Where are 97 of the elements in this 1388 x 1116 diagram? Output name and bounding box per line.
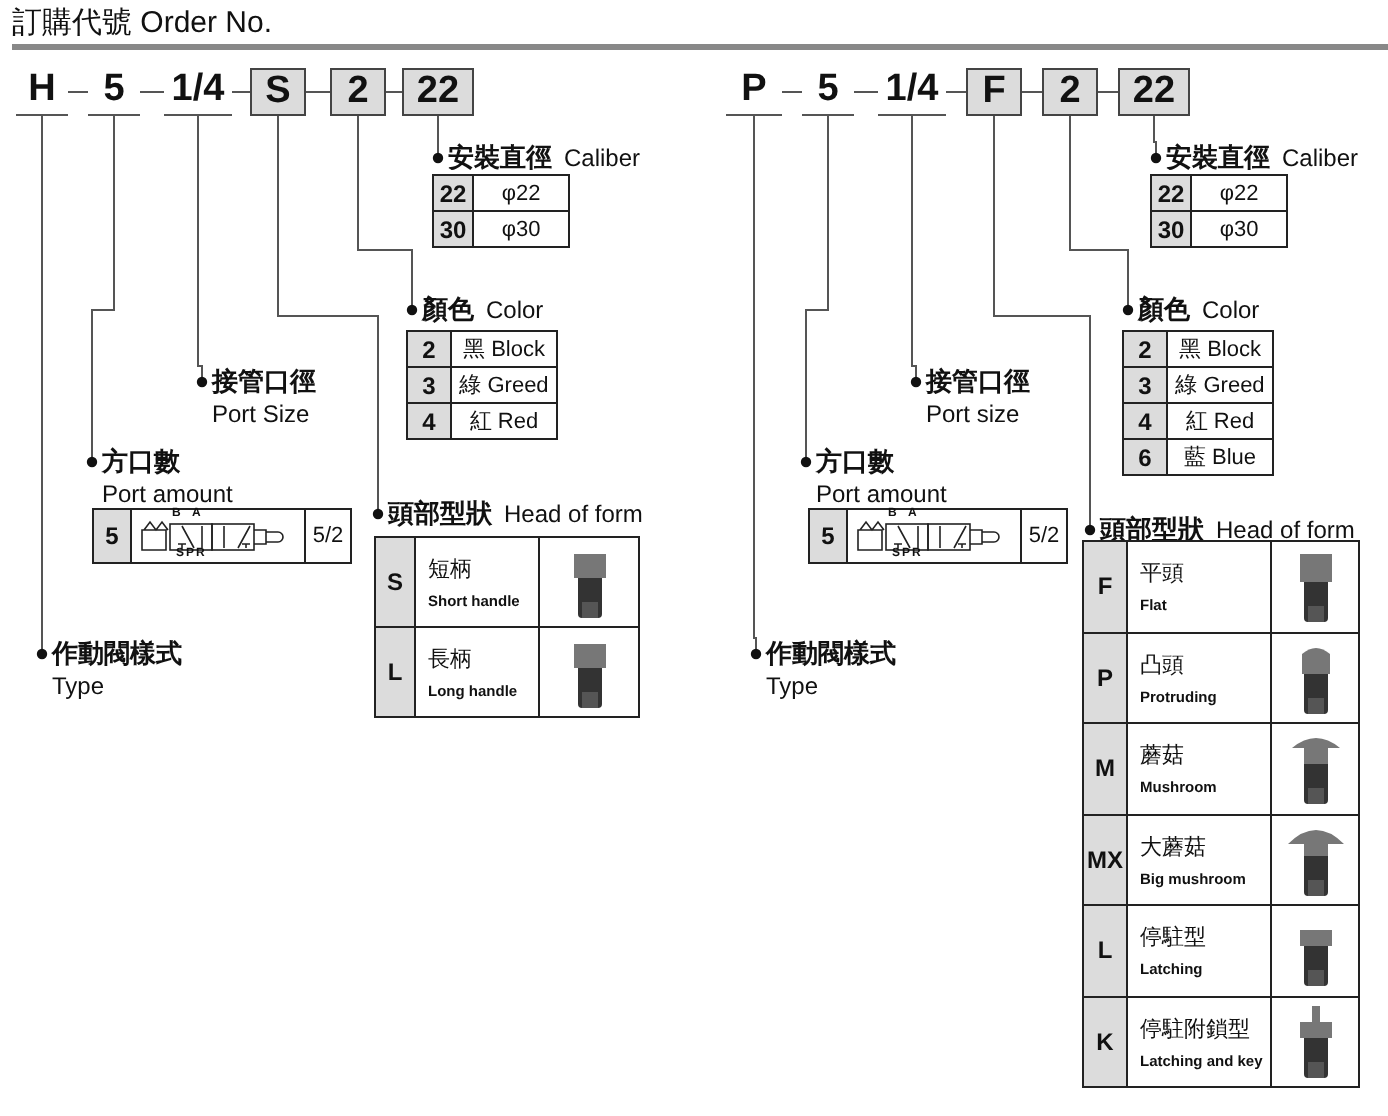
- connector-line: [305, 91, 331, 93]
- title: 訂購代號 Order No.: [12, 4, 273, 42]
- heading-text: 安裝直徑: [448, 142, 552, 172]
- option-name: 停駐型: [1140, 923, 1206, 953]
- option-name: 大蘑菇: [1140, 833, 1206, 862]
- leader-line: [1069, 115, 1134, 316]
- heading-text: 方口數: [102, 444, 182, 480]
- code-segment: 5: [88, 68, 140, 116]
- code-box: 22: [402, 68, 474, 116]
- leader-line: [750, 115, 762, 660]
- code-segment: 1/4: [164, 68, 232, 116]
- code-box: F: [966, 68, 1022, 116]
- table-cell: 5/2: [1020, 508, 1068, 564]
- heading-subtext: Head of form: [1216, 516, 1355, 544]
- leader-line: [800, 115, 829, 468]
- table-cell: 紅 Red: [450, 402, 558, 440]
- table-cell: 22: [1150, 174, 1192, 212]
- table-cell: 30: [1150, 210, 1192, 248]
- table-cell: 4: [1122, 402, 1168, 440]
- option-name: 蘑菇: [1140, 742, 1184, 771]
- option-name: 平頭: [1140, 560, 1184, 589]
- heading-subtext: Port amount: [102, 480, 233, 508]
- table-cell: 3: [1122, 366, 1168, 404]
- heading-subtext: Type: [766, 672, 821, 700]
- table-cell: 黑 Block: [1166, 330, 1274, 368]
- table-cell: 5/2: [304, 508, 352, 564]
- code-box: 22: [1118, 68, 1190, 116]
- option-name: 停駐附鎖型: [1140, 1015, 1250, 1044]
- table-cell: 3: [406, 366, 452, 404]
- leader-line: [1150, 115, 1162, 164]
- heading-subtext: Color: [1202, 296, 1260, 324]
- heading-text: 作動閥樣式: [766, 636, 896, 672]
- heading-text: 作動閥樣式: [52, 636, 182, 672]
- table-cell: 5: [92, 508, 132, 564]
- connector-line: [853, 91, 879, 93]
- table-cell: 2: [1122, 330, 1168, 368]
- table-cell: φ22: [1190, 174, 1288, 212]
- heading-text: 接管口徑: [212, 364, 316, 400]
- table-cell: S: [374, 536, 416, 628]
- heading-subtext: Caliber: [564, 144, 641, 172]
- code-box: 2: [330, 68, 386, 116]
- connector-line: [67, 91, 89, 93]
- leader-line: [993, 115, 1096, 536]
- connector-line: [1097, 91, 1119, 93]
- code-box: 2: [1042, 68, 1098, 116]
- table-cell: MX: [1082, 813, 1128, 906]
- connector-line: [139, 91, 165, 93]
- connector-line: [1021, 91, 1043, 93]
- heading-subtext: Head of form: [504, 500, 643, 528]
- heading-text: 安裝直徑: [1166, 142, 1270, 172]
- heading-text: 顏色: [422, 294, 474, 324]
- connector-line: [945, 91, 967, 93]
- code-segment: 5: [802, 68, 854, 116]
- table-cell: L: [1082, 904, 1128, 997]
- heading-text: 頭部型狀: [388, 498, 492, 528]
- heading-subtext: Port amount: [816, 480, 947, 508]
- table-cell: φ30: [472, 210, 570, 248]
- code-segment: P: [726, 68, 782, 116]
- heading-subtext: Port Size: [212, 400, 312, 428]
- heading-subtext: Port size: [926, 400, 1022, 428]
- heading-subtext: Type: [52, 672, 107, 700]
- code-segment: 1/4: [878, 68, 946, 116]
- heading-subtext: Caliber: [1282, 144, 1359, 172]
- table-cell: φ22: [472, 174, 570, 212]
- heading-text: 顏色: [1138, 294, 1190, 324]
- option-name: 凸頭: [1140, 651, 1184, 680]
- table-cell: 5: [808, 508, 848, 564]
- leader-line: [432, 115, 444, 164]
- option-name: 短柄: [428, 556, 472, 584]
- table-cell: F: [1082, 540, 1128, 633]
- table-cell: P: [1082, 631, 1128, 724]
- table-cell: 黑 Block: [450, 330, 558, 368]
- table-cell: 30: [432, 210, 474, 248]
- table-cell: M: [1082, 722, 1128, 815]
- leader-line: [910, 115, 922, 388]
- heading-text: 接管口徑: [926, 364, 1030, 400]
- table-cell: L: [374, 626, 416, 718]
- table-cell: 4: [406, 402, 452, 440]
- table-cell: K: [1082, 995, 1128, 1088]
- table-cell: φ30: [1190, 210, 1288, 248]
- leader-line: [36, 115, 48, 660]
- leader-line: [196, 115, 208, 388]
- table-cell: 22: [432, 174, 474, 212]
- leader-line: [277, 115, 384, 520]
- leader-line: [357, 115, 418, 316]
- connector-line: [385, 91, 403, 93]
- heading-text: 方口數: [816, 444, 896, 480]
- connector-line: [781, 91, 803, 93]
- heading-subtext: Color: [486, 296, 544, 324]
- code-box: S: [250, 68, 306, 116]
- leader-line: [86, 115, 115, 468]
- code-segment: H: [16, 68, 68, 116]
- table-cell: 2: [406, 330, 452, 368]
- connector-line: [231, 91, 251, 93]
- table-cell: 藍 Blue: [1166, 438, 1274, 476]
- table-cell: 6: [1122, 438, 1168, 476]
- option-name: 長柄: [428, 646, 472, 674]
